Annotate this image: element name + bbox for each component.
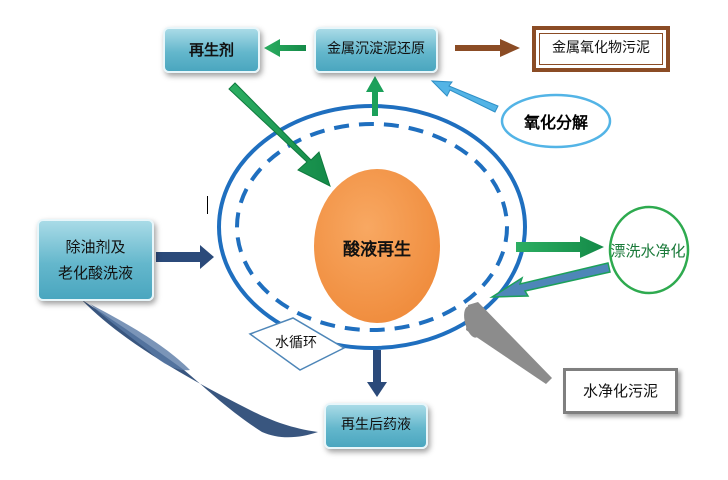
degreaser-box: 除油剂及 老化酸洗液	[37, 219, 154, 301]
arrow-rinse-return	[489, 262, 611, 298]
degreaser-label-line2: 老化酸洗液	[57, 264, 133, 282]
acid-regen-core	[314, 169, 440, 323]
water-cycle-label: 水循环	[275, 335, 317, 351]
regenerated-liquid-box: 再生后药液	[324, 403, 428, 449]
oxidation-label: 氧化分解	[523, 113, 588, 132]
regen-agent-label: 再生剂	[188, 40, 234, 59]
sludge-outlet	[464, 306, 480, 338]
arrow-down-to-regen-liquid	[367, 350, 387, 397]
regen-agent-box: 再生剂	[163, 27, 260, 73]
arrow-from-oxidation	[430, 80, 499, 113]
arrow-degrease-to-ring	[156, 245, 214, 269]
degreaser-label-line1: 除油剂及	[65, 237, 126, 256]
water-cycle-tag	[248, 317, 346, 371]
metal-oxide-sludge-box: 金属氧化物污泥	[532, 26, 670, 72]
arrow-to-metal-sludge	[455, 39, 520, 57]
inner-dashed-ring	[235, 122, 509, 332]
arrow-up-to-reduction	[366, 76, 384, 116]
metal-oxide-sludge-label: 金属氧化物污泥	[552, 40, 650, 57]
arrow-to-water-sludge	[466, 302, 552, 384]
rinse-water-label: 漂洗水净化	[610, 241, 686, 260]
water-purification-sludge-label: 水净化污泥	[582, 381, 658, 400]
metal-reduction-box: 金属沉淀泥还原	[314, 27, 438, 73]
metal-reduction-label: 金属沉淀泥还原	[327, 41, 425, 58]
arrow-to-regen-agent	[264, 39, 306, 57]
oxidation-bubble	[500, 93, 612, 149]
rinse-circle	[608, 205, 690, 295]
text-cursor	[207, 196, 208, 214]
acid-regeneration-label: 酸液再生	[343, 239, 411, 260]
arrow-regen-to-core	[228, 82, 331, 187]
regenerated-liquid-label: 再生后药液	[341, 417, 411, 434]
water-purification-sludge-box: 水净化污泥	[563, 368, 678, 414]
waste-flow-band-2	[90, 304, 190, 371]
arrow-to-rinse	[516, 236, 604, 258]
